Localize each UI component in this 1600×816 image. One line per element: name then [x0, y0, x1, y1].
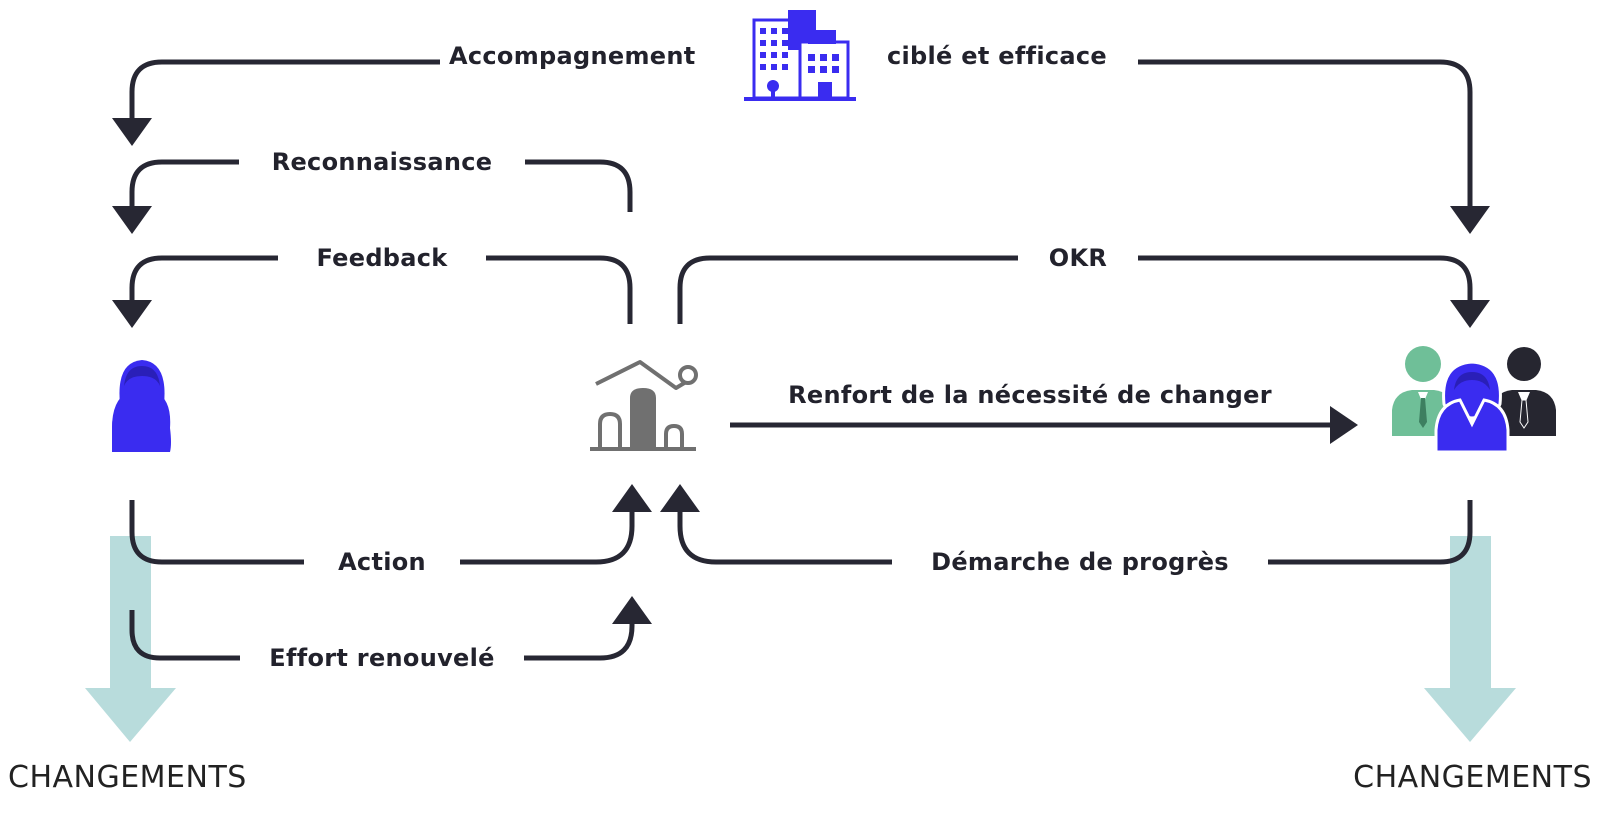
woman-icon	[112, 360, 171, 452]
reconnaissance-label: Reconnaissance	[272, 148, 493, 176]
renfort-label: Renfort de la nécessité de changer	[788, 381, 1272, 409]
demarche-connector-right	[677, 512, 892, 565]
demarche-arrowhead	[660, 484, 700, 512]
okr-connector-right	[1138, 255, 1473, 300]
effort-label: Effort renouvelé	[269, 644, 494, 672]
feedback-arrowhead	[112, 300, 152, 328]
feedback-connector-right	[486, 255, 633, 324]
effort-connector-right	[524, 620, 635, 661]
outcome-arrow-left	[85, 536, 176, 742]
accompagnement-connector-left	[129, 59, 440, 118]
effort-connector-left	[129, 610, 240, 661]
reconnaissance-arrowhead	[112, 206, 152, 234]
okr-connector-left	[677, 255, 1018, 324]
okr-label: OKR	[1049, 244, 1107, 272]
action-label: Action	[338, 548, 426, 576]
feedback-connector-left	[129, 255, 278, 300]
action-connector-left	[129, 500, 304, 565]
team-icon	[1392, 346, 1556, 454]
action-connector-right	[460, 512, 635, 565]
accompagnement-connector-right	[1138, 59, 1473, 206]
building-icon	[744, 10, 856, 101]
demarche-connector-left	[1268, 500, 1473, 565]
reconnaissance-connector-right	[525, 159, 633, 212]
effort-arrowhead	[612, 596, 652, 624]
action-arrowhead	[612, 484, 652, 512]
accompagnement-arrowhead-left	[112, 118, 152, 146]
accompagnement-label: Accompagnement	[449, 42, 696, 70]
renfort-arrowhead	[1330, 406, 1358, 444]
changements-left-label: CHANGEMENTS	[8, 760, 247, 795]
changements-right-label: CHANGEMENTS	[1353, 760, 1592, 795]
outcome-arrow-right	[1424, 536, 1516, 742]
feedback-label: Feedback	[316, 244, 448, 272]
chart-icon	[590, 360, 698, 451]
reconnaissance-connector-left	[129, 159, 239, 206]
accompagnement-arrowhead-right	[1450, 206, 1490, 234]
cible-label: ciblé et efficace	[887, 42, 1107, 70]
demarche-label: Démarche de progrès	[931, 548, 1229, 576]
okr-arrowhead	[1450, 300, 1490, 328]
